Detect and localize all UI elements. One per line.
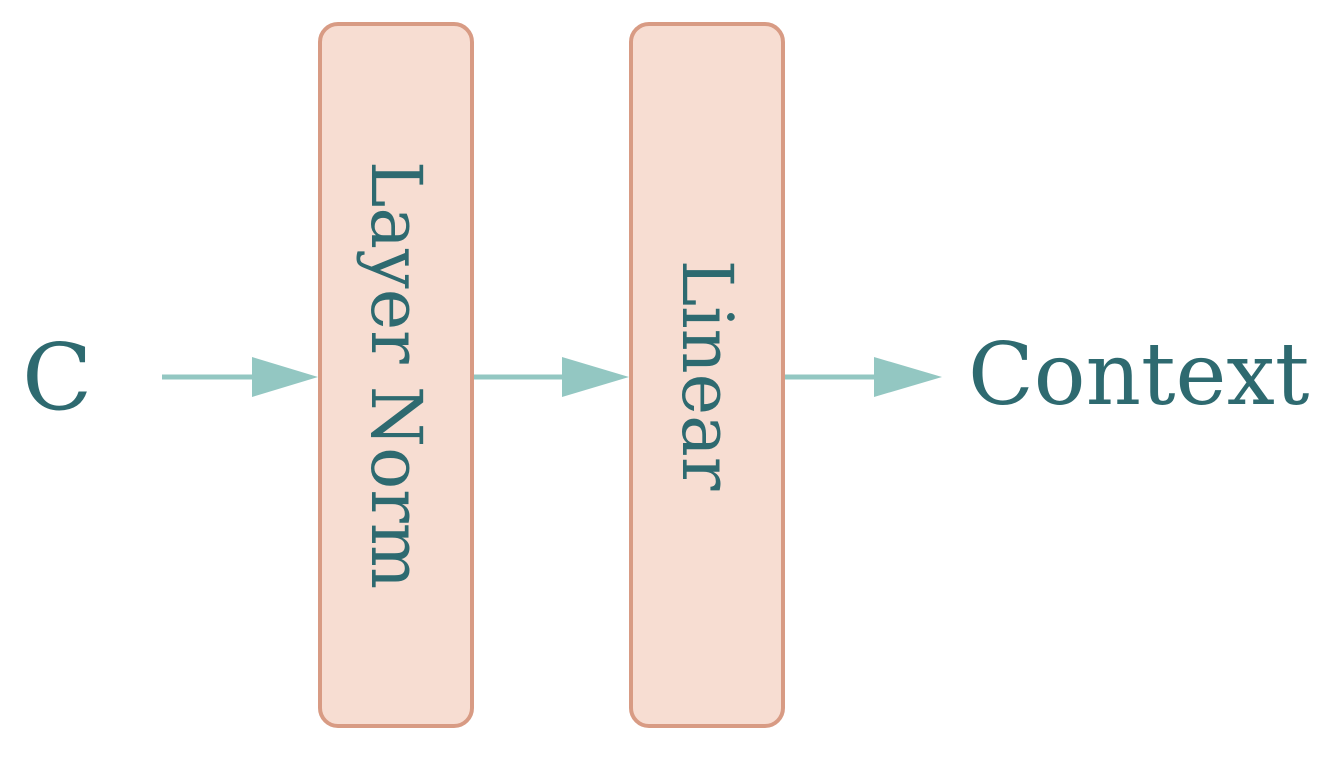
linear-label: Linear [666,259,748,491]
output-label: Context [968,325,1310,425]
input-label: C [22,324,93,431]
layer-norm-block: Layer Norm [318,22,474,728]
arrow-linear-to-output [785,357,942,397]
arrow-input-to-layer-norm [162,357,318,397]
layer-norm-label: Layer Norm [355,160,437,590]
arrow-layer-norm-to-linear [474,357,629,397]
linear-block: Linear [629,22,785,728]
